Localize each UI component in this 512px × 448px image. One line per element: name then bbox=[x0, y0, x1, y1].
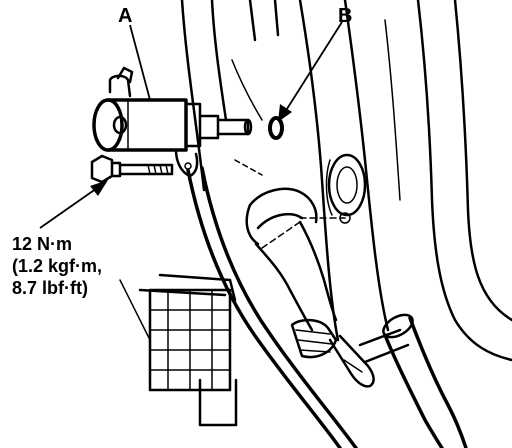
pipe-fitting bbox=[358, 313, 468, 448]
torque-line-2: (1.2 kgf·m, bbox=[12, 256, 102, 276]
hose bbox=[186, 166, 358, 448]
engine-block-background bbox=[180, 0, 512, 362]
solenoid-valve-a bbox=[92, 66, 253, 178]
callout-leaders bbox=[39, 21, 343, 229]
probe-sensor bbox=[290, 318, 375, 388]
o-ring-b bbox=[268, 116, 284, 140]
callout-label-a: A bbox=[118, 5, 132, 27]
sensor-boss bbox=[325, 153, 367, 224]
torque-line-3: 8.7 lbf·ft) bbox=[12, 278, 88, 298]
torque-line-1: 12 N·m bbox=[12, 234, 72, 254]
callout-label-b: B bbox=[338, 5, 352, 27]
wire-harness bbox=[119, 273, 238, 427]
mounting-bolt bbox=[90, 154, 174, 184]
torque-spec: 12 N·m (1.2 kgf·m, 8.7 lbf·ft) bbox=[12, 234, 102, 298]
